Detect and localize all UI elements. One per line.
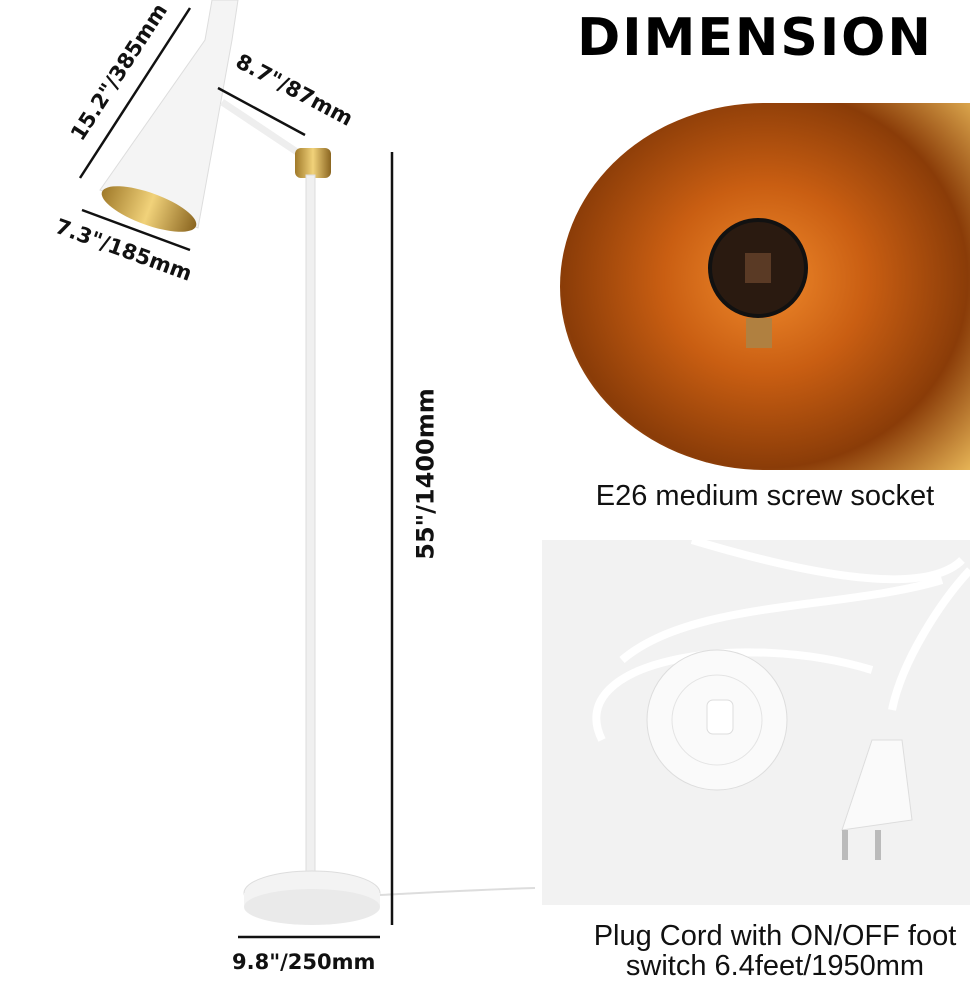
shade-interior xyxy=(101,186,197,232)
lamp-shade xyxy=(99,0,239,229)
cord-caption-line2: switch 6.4feet/1950mm xyxy=(625,950,925,982)
lamp-pole xyxy=(305,174,316,886)
base-diameter-label: 9.8"/250mm xyxy=(232,950,376,974)
lamp-illustration xyxy=(78,0,536,939)
plug-icon xyxy=(841,739,913,831)
height-label: 55"/1400mm xyxy=(411,388,440,560)
brass-knob xyxy=(295,148,331,178)
cord-caption-line1: Plug Cord with ON/OFF foot xyxy=(593,920,957,952)
dimension-arrows xyxy=(78,7,394,939)
socket-caption: E26 medium screw socket xyxy=(595,480,935,512)
page-title: DIMENSION xyxy=(577,8,933,68)
socket-photo xyxy=(560,103,970,470)
cord-photo xyxy=(542,540,970,905)
